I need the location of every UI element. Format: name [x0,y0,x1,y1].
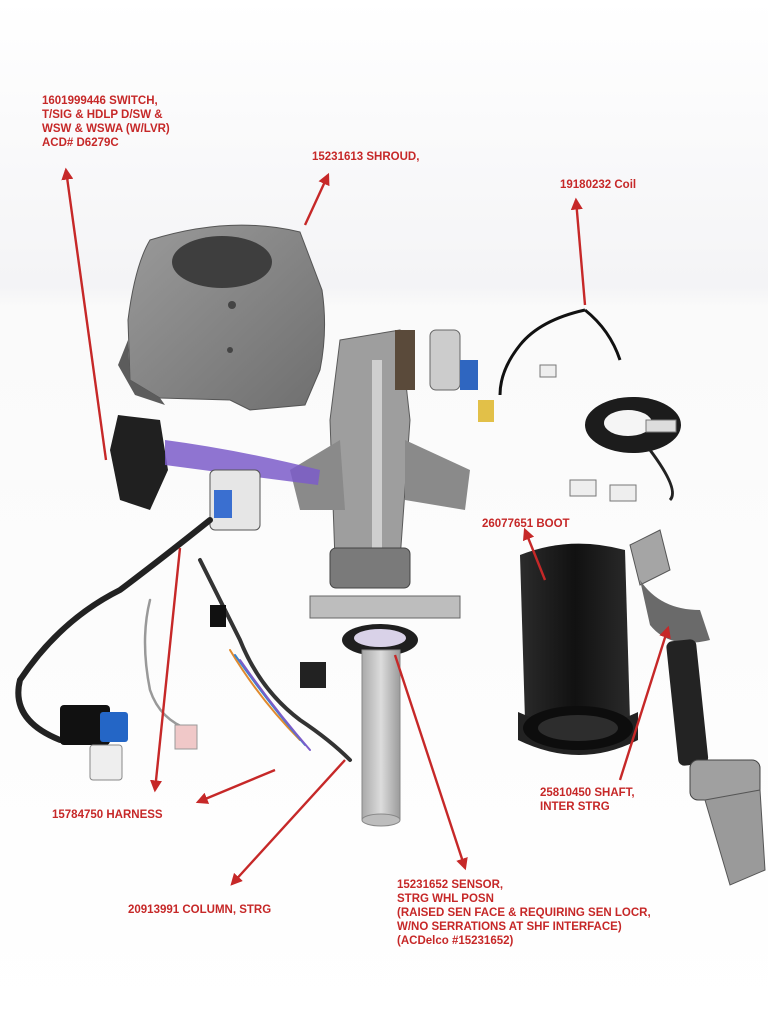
shroud-part [118,224,326,411]
harness-connector-right [300,662,326,688]
sensor-label: 15231652 SENSOR, STRG WHL POSN (RAISED S… [397,879,651,947]
coil-label: 19180232 Coil [560,179,637,191]
harness-part [15,517,352,762]
harness-connector-small [210,605,226,627]
harness-arrow-1 [150,547,182,793]
harness-connector-blue [100,712,128,742]
shaft-part [629,529,766,886]
steering-column-part [290,329,494,827]
sensor-arrow [393,654,468,871]
boot-part [518,543,638,755]
shroud-arrow [303,172,330,226]
column-label: 20913991 COLUMN, STRG [128,904,272,916]
shaft-label: 25810450 SHAFT, INTER STRG [540,787,635,813]
harness-connector-white [89,744,123,781]
shaft-arrow [618,625,671,781]
boot-label: 26077651 BOOT [482,518,570,530]
switch-part [110,415,320,531]
harness-connector-pink [174,724,198,750]
harness-connector-black [60,705,110,745]
annotation-arrows [61,167,671,886]
harness-label: 15784750 HARNESS [52,809,163,821]
harness-arrow-2 [195,768,276,804]
switch-arrow [61,167,108,461]
column-arrow [230,759,346,886]
switch-label: 1601999446 SWITCH, T/SIG & HDLP D/SW & W… [42,95,170,149]
coil-part [498,308,681,502]
boot-arrow [522,527,547,581]
shroud-label: 15231613 SHROUD, [312,151,420,163]
coil-arrow [570,197,587,306]
